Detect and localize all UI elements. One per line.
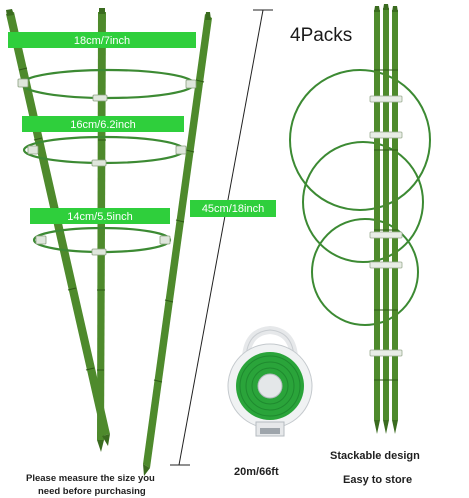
ring-top (20, 68, 196, 100)
wire-cutter-blade (260, 428, 280, 434)
size-band-bottom: 14cm/5.5inch (30, 208, 170, 224)
ring-bottom-size-label: 14cm/5.5inch (67, 211, 132, 223)
stackable-caption: Stackable design (330, 450, 420, 462)
pack-count-title: 4Packs (290, 25, 352, 46)
stacked-stakes (374, 4, 398, 434)
assembled-plant-cage: 18cm/7inch 16cm/6.2inch 14cm/5.5inch (6, 8, 212, 476)
wire-length-caption: 20m/66ft (234, 466, 279, 478)
measure-note-line1: Please measure the size you (26, 473, 155, 484)
size-band-middle: 16cm/6.2inch (22, 116, 184, 132)
height-label: 45cm/18inch (202, 203, 264, 215)
loose-ring-large (289, 69, 431, 211)
storage-caption: Easy to store (343, 474, 412, 486)
stacked-parts (289, 4, 431, 434)
ring-middle-size-label: 16cm/6.2inch (70, 119, 135, 131)
ring-top-size-label: 18cm/7inch (74, 35, 130, 47)
size-band-top: 18cm/7inch (8, 32, 196, 48)
stake-middle (97, 12, 106, 440)
loose-ring-medium (302, 141, 424, 263)
height-dimension: 45cm/18inch (170, 9, 276, 466)
stake-right (143, 14, 212, 468)
measure-note-line2: need before purchasing (38, 486, 146, 497)
garden-wire-spool (227, 325, 313, 437)
loose-ring-small (311, 218, 419, 326)
